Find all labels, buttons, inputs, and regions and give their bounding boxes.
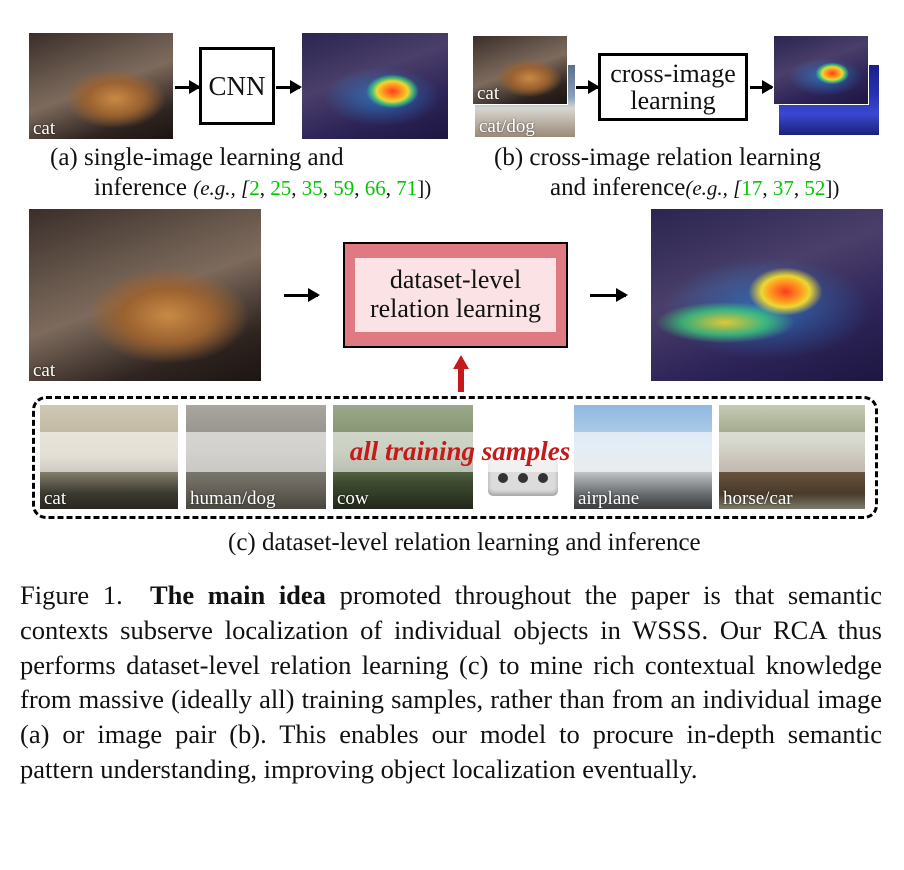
cnn-label: CNN <box>208 70 266 101</box>
panel-b-output-heatmap-cat <box>773 35 869 105</box>
panel-a-caption-line1: (a) single-image learning and <box>50 144 344 171</box>
panel-c-input-image: cat <box>29 209 261 381</box>
panel-c-output-heatmap <box>651 209 883 381</box>
arrow-right-icon <box>750 80 774 94</box>
panel-c-caption: (c) dataset-level relation learning and … <box>228 529 701 556</box>
panel-a-output-heatmap <box>302 33 448 139</box>
arrow-right-icon <box>284 288 320 302</box>
image-label: airplane <box>578 488 640 509</box>
image-label: human/dog <box>190 488 276 509</box>
panel-b-caption-line1: (b) cross-image relation learning <box>494 144 821 171</box>
arrow-right-icon <box>175 80 201 94</box>
panel-b-input-image-cat: cat <box>472 35 568 105</box>
image-label: cat <box>477 83 500 104</box>
image-label: cow <box>337 488 369 509</box>
arrow-up-shaft <box>458 368 464 392</box>
figure-caption-bold: The main idea <box>149 580 326 610</box>
training-samples-container <box>32 396 878 519</box>
all-training-samples-banner <box>40 432 865 472</box>
image-label: cat <box>44 488 67 509</box>
figure-caption-text: promoted throughout the paper is that se… <box>20 580 883 784</box>
cross-image-learning-box: cross-image learning <box>598 53 748 121</box>
image-label: cat <box>33 360 56 381</box>
figure-label: Figure 1. <box>20 580 123 610</box>
all-training-samples-label: all training samples <box>349 436 571 466</box>
figure-caption: Figure 1. The main idea promoted through… <box>20 578 882 787</box>
arrow-right-icon <box>576 80 600 94</box>
cnn-box: CNN <box>199 47 275 125</box>
arrow-right-icon <box>590 288 628 302</box>
arrow-up-icon <box>453 355 469 369</box>
panel-b-caption-line2: and inference(e.g., [17, 37, 52]) <box>550 174 840 201</box>
dataset-level-relation-learning-box: dataset-level relation learning <box>343 242 568 348</box>
panel-a-caption-line2: inference (e.g., [2, 25, 35, 59, 66, 71]… <box>94 174 432 201</box>
image-label: horse/car <box>723 488 793 509</box>
image-label: cat <box>33 118 56 139</box>
panel-a-input-image: cat <box>29 33 173 139</box>
image-label: cat/dog <box>479 116 535 137</box>
arrow-right-icon <box>276 80 302 94</box>
